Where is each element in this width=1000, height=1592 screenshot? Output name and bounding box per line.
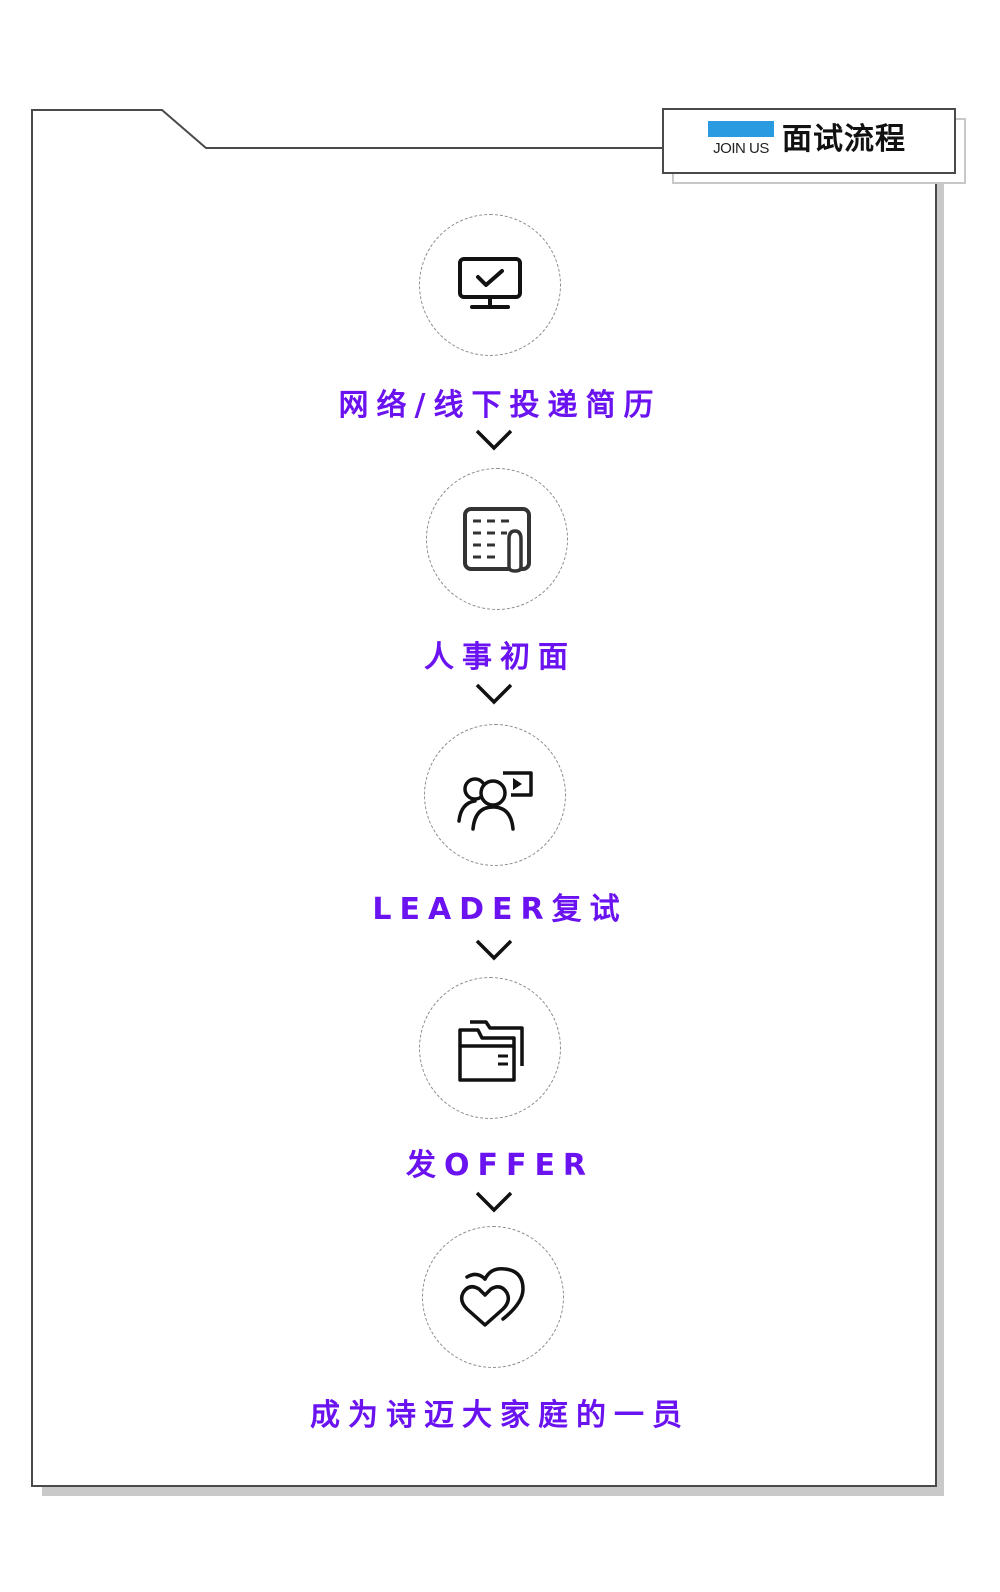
step-5-circle: [422, 1226, 564, 1368]
page-title: 面试流程: [782, 122, 906, 157]
join-us-text: JOIN US: [713, 140, 769, 157]
hearts-icon: [459, 1266, 525, 1327]
monitor-check-icon: [458, 257, 522, 309]
step-1-circle: [419, 214, 561, 356]
step-4-circle: [419, 977, 561, 1119]
step-2-circle: [426, 468, 568, 610]
chevron-down-icon: [475, 429, 513, 451]
join-us-bar: [708, 121, 774, 137]
chevron-down-icon: [475, 939, 513, 961]
header-box: [662, 108, 956, 174]
step-1-label: 网络/线下投递简历: [338, 388, 662, 423]
chevron-down-icon: [475, 1191, 513, 1213]
step-3-circle: [424, 724, 566, 866]
step-3-label: LEADER复试: [372, 892, 628, 927]
chevron-down-icon: [475, 683, 513, 705]
people-presentation-icon: [457, 771, 533, 831]
document-clip-icon: [463, 507, 531, 573]
step-2-label: 人事初面: [424, 640, 576, 675]
step-4-label: 发OFFER: [405, 1148, 595, 1183]
folder-stack-icon: [458, 1020, 524, 1082]
step-5-label: 成为诗迈大家庭的一员: [310, 1398, 690, 1433]
